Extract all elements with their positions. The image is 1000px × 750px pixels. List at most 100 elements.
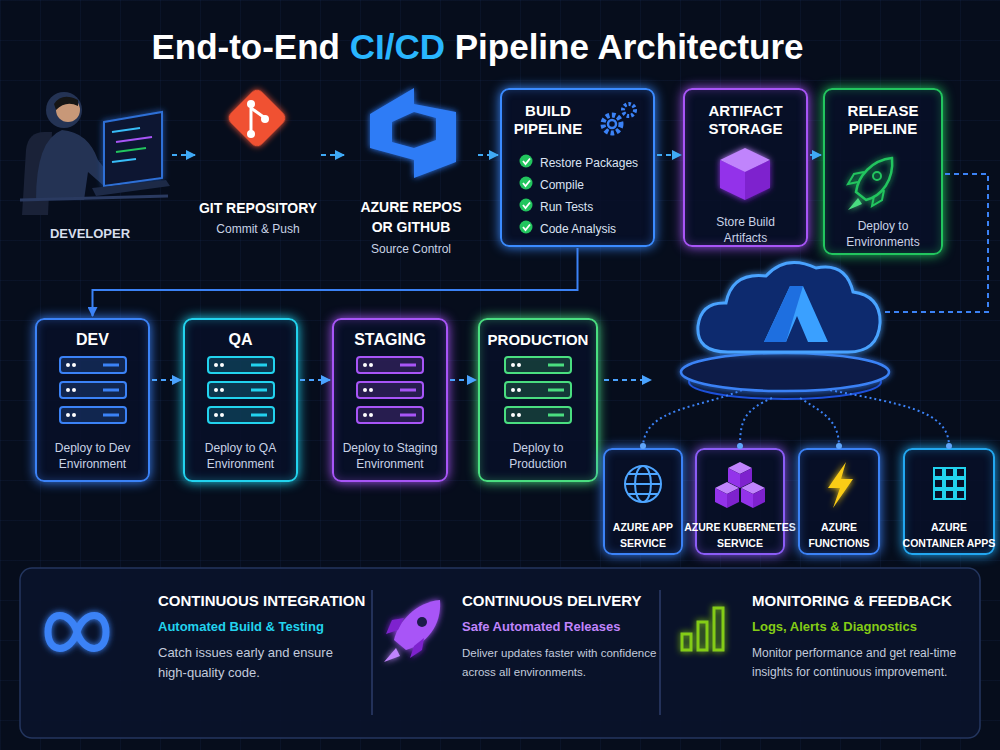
environment-box: PRODUCTIONDeploy to Production xyxy=(478,318,598,482)
node-text: Monitor performance and get real-time in… xyxy=(752,644,977,682)
person-hood xyxy=(46,92,82,128)
rocket-body xyxy=(394,600,440,650)
service-box: AZURE CONTAINER APPS xyxy=(903,448,995,555)
developer-illustration xyxy=(20,92,170,215)
git-dot xyxy=(261,115,269,123)
flow-arrow xyxy=(93,248,578,316)
node-heading: GIT REPOSITORY xyxy=(197,199,319,217)
node-text: Compile xyxy=(540,177,652,193)
node-heading: AZURE KUBERNETES SERVICE xyxy=(683,519,797,551)
node-heading: MONITORING & FEEDBACK xyxy=(752,592,980,610)
node-text: Restore Packages xyxy=(540,155,652,171)
chart-bar xyxy=(682,634,691,650)
flow-arrow xyxy=(478,154,498,156)
person-face xyxy=(56,98,80,122)
node-heading: ARTIFACT STORAGE xyxy=(690,102,801,138)
laptop-screen xyxy=(104,112,162,186)
node-text: Source Control xyxy=(346,241,476,257)
title-word xyxy=(589,27,597,66)
service-link xyxy=(643,390,742,446)
git-dot xyxy=(247,100,255,108)
arrow-head xyxy=(642,375,652,385)
code-line xyxy=(116,137,152,142)
code-line xyxy=(112,128,140,132)
flow-arrow xyxy=(810,154,821,156)
developer-figure: DEVELOPER xyxy=(10,85,170,245)
band-divider xyxy=(371,590,373,715)
flow-arrow xyxy=(300,379,330,381)
node-heading: CONTINUOUS DELIVERY xyxy=(462,592,662,610)
service-link xyxy=(830,390,949,446)
person-hair xyxy=(54,97,78,110)
node-heading: QA xyxy=(185,330,296,350)
infinity-icon xyxy=(48,616,106,649)
git-branch xyxy=(250,104,253,133)
node-text: Deploy to Environments xyxy=(828,218,938,250)
service-link xyxy=(800,398,839,446)
feature-band xyxy=(20,568,980,738)
rocket-fin xyxy=(410,638,424,658)
chart-bar xyxy=(698,622,707,650)
environment-box: STAGINGDeploy to Staging Environment xyxy=(332,318,448,482)
service-box: AZURE KUBERNETES SERVICE xyxy=(695,448,785,555)
node-text: Run Tests xyxy=(540,199,652,215)
feature-section: MONITORING & FEEDBACK Logs, Alerts & Diag… xyxy=(740,588,980,728)
platform-ring xyxy=(681,353,889,391)
service-links xyxy=(643,390,949,446)
laptop-base xyxy=(92,180,170,196)
flow-arrow xyxy=(152,379,181,381)
title-word: Pipeline xyxy=(455,27,589,66)
desk xyxy=(20,196,168,200)
node-text: Catch issues early and ensure high-quali… xyxy=(158,643,363,683)
title-word xyxy=(445,27,455,66)
feature-section: CONTINUOUS DELIVERY Safe Automated Releas… xyxy=(455,588,660,728)
chair xyxy=(22,132,52,215)
flow-arrow xyxy=(172,154,195,156)
chart-bar xyxy=(714,608,723,650)
node-text: Deploy to Staging Environment xyxy=(334,440,446,472)
title-word: CI/CD xyxy=(350,27,445,66)
flow-arrow xyxy=(321,154,344,156)
node-text: Commit & Push xyxy=(197,221,319,237)
azure-cloud xyxy=(681,263,889,399)
node-heading: AZURE CONTAINER APPS xyxy=(901,519,997,551)
node-text: Deploy to QA Environment xyxy=(187,440,294,472)
node-text: Code Analysis xyxy=(540,221,652,237)
node-heading: AZURE FUNCTIONS xyxy=(800,519,878,551)
node-text: Logs, Alerts & Diagnostics xyxy=(752,618,980,636)
node-heading: RELEASE PIPELINE xyxy=(828,102,938,138)
git-branch xyxy=(251,108,265,118)
node-text: Safe Automated Releases xyxy=(462,618,662,636)
node-text: Deploy to Dev Environment xyxy=(39,440,146,472)
band-divider xyxy=(659,590,661,715)
pipeline-box: BUILD PIPELINERestore PackagesCompileRun… xyxy=(500,88,655,247)
node-text: Deliver updates faster with confidence a… xyxy=(462,644,667,682)
rocket-flame xyxy=(384,648,400,662)
node-heading: CONTINUOUS INTEGRATION xyxy=(158,592,368,610)
node-heading: DEV xyxy=(37,330,148,350)
environment-box: DEV Deploy to Dev Environment xyxy=(35,318,150,482)
cloud-shape xyxy=(698,263,880,352)
process-step: AZURE REPOS OR GITHUB Source Control xyxy=(346,85,476,260)
storage-box: ARTIFACT STORAGE Store Build Artifacts xyxy=(683,88,808,247)
title-word: End-to-End xyxy=(151,27,340,66)
node-text: Store Build Artifacts xyxy=(695,214,796,246)
production-to-cloud-line xyxy=(604,379,642,381)
azure-repos-icon xyxy=(370,88,456,178)
title-word: Architecture xyxy=(597,27,803,66)
service-box: AZURE APP SERVICE xyxy=(603,448,683,555)
service-link xyxy=(740,398,772,446)
service-box: AZURE FUNCTIONS xyxy=(798,448,880,555)
feature-section: CONTINUOUS INTEGRATIONAutomated Build & … xyxy=(150,588,365,728)
node-heading: AZURE REPOS OR GITHUB xyxy=(353,197,469,237)
node-text: Deploy to Production xyxy=(488,440,588,472)
process-step: GIT REPOSITORY Commit & Push xyxy=(197,85,319,240)
environment-box: QA Deploy to QA Environment xyxy=(183,318,298,482)
bar-chart-icon xyxy=(682,608,723,650)
azure-logo xyxy=(764,286,828,342)
title-word xyxy=(340,27,350,66)
azure-logo xyxy=(764,286,803,342)
node-heading: DEVELOPER xyxy=(10,226,170,242)
platform-ring xyxy=(689,365,881,399)
